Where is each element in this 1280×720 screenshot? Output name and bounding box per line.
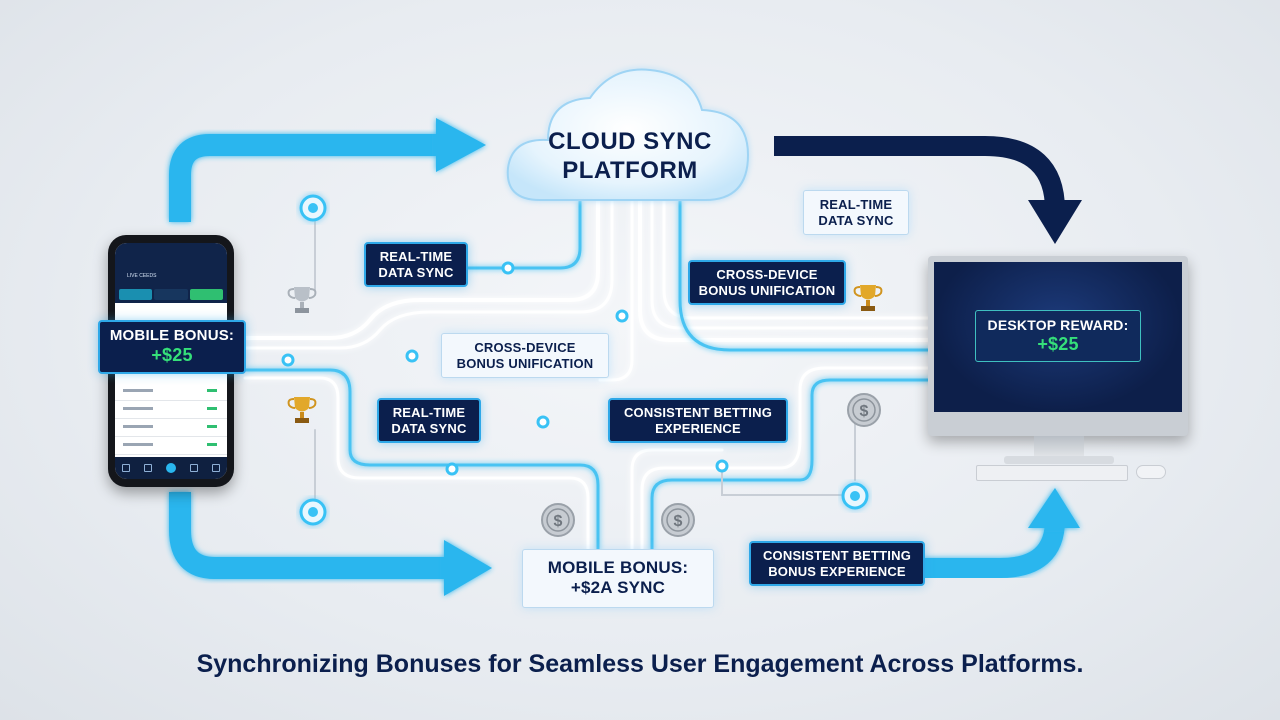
arrow-phone-to-bottom xyxy=(169,492,492,596)
label-line: BONUS UNIFICATION xyxy=(456,355,594,371)
label-realtime-sync-right: REAL-TIME DATA SYNC xyxy=(803,190,909,236)
sync-node-icon xyxy=(299,194,327,222)
label-line: REAL-TIME xyxy=(819,197,893,212)
arrow-cloud-to-desktop xyxy=(774,136,1082,244)
footer-caption: Synchronizing Bonuses for Seamless User … xyxy=(196,650,1084,678)
label-line: REAL-TIME xyxy=(392,405,466,420)
label-line: CONSISTENT BETTING xyxy=(762,548,912,563)
list-item xyxy=(115,383,227,401)
arrow-phone-to-cloud xyxy=(169,118,486,222)
label-line: DATA SYNC xyxy=(378,264,454,280)
dollar-coin-icon: $ xyxy=(847,393,881,427)
label-line: REAL-TIME xyxy=(379,249,453,264)
label-line: +$2A SYNC xyxy=(570,578,666,598)
label-line: EXPERIENCE xyxy=(655,420,741,436)
monitor-stand-base xyxy=(1004,456,1114,464)
cloud-shape xyxy=(506,68,750,201)
label-desktop-reward: DESKTOP REWARD: +$25 xyxy=(975,310,1141,363)
phone-tab xyxy=(119,289,153,300)
label-line: DESKTOP REWARD: xyxy=(987,317,1129,333)
svg-text:$: $ xyxy=(860,403,869,420)
monitor-stand xyxy=(1034,436,1084,458)
label-value: +$25 xyxy=(1037,333,1079,354)
cloud-title-line-1: CLOUD SYNC xyxy=(548,128,712,155)
phone-header: LIVE CEEDS xyxy=(115,243,227,303)
svg-text:$: $ xyxy=(554,513,563,530)
dollar-coin-icon: $ xyxy=(541,503,575,537)
list-item xyxy=(115,437,227,455)
label-line: CONSISTENT BETTING xyxy=(623,405,773,420)
sync-node-icon xyxy=(841,482,869,510)
cloud-sync-platform-title: CLOUD SYNC PLATFORM xyxy=(530,128,730,186)
cloud-title-line-2: PLATFORM xyxy=(562,156,698,184)
label-realtime-sync-left: REAL-TIME DATA SYNC xyxy=(364,242,468,288)
label-line: DATA SYNC xyxy=(391,420,467,436)
label-consistent-bottom: CONSISTENT BETTING BONUS EXPERIENCE xyxy=(749,541,925,587)
phone-bottom-nav xyxy=(115,457,227,479)
phone-tabs xyxy=(119,289,223,300)
label-realtime-sync-mid: REAL-TIME DATA SYNC xyxy=(377,398,481,444)
label-consistent-center: CONSISTENT BETTING EXPERIENCE xyxy=(608,398,788,444)
trophy-icon xyxy=(287,287,317,313)
phone-tab xyxy=(154,289,188,300)
label-mobile-bonus-phone: MOBILE BONUS: +$25 xyxy=(98,320,246,374)
connector-lines xyxy=(243,198,932,552)
trophy-icon xyxy=(853,285,883,311)
keyboard xyxy=(976,465,1128,481)
svg-text:$: $ xyxy=(674,513,683,530)
label-line: CROSS-DEVICE xyxy=(716,267,818,282)
mouse xyxy=(1136,465,1166,479)
trophy-icon xyxy=(287,397,317,423)
list-item xyxy=(115,419,227,437)
nav-icon xyxy=(190,464,198,472)
sync-node-icon xyxy=(299,498,327,526)
label-line: DATA SYNC xyxy=(818,212,894,228)
connector-dots xyxy=(281,261,729,476)
label-line: BONUS EXPERIENCE xyxy=(768,563,906,579)
nav-icon xyxy=(144,464,152,472)
label-line: BONUS UNIFICATION xyxy=(698,282,836,298)
phone-tab xyxy=(189,289,223,300)
nav-icon xyxy=(212,464,220,472)
nav-icon xyxy=(122,464,130,472)
list-item xyxy=(115,401,227,419)
dollar-coin-icon: $ xyxy=(661,503,695,537)
label-line: MOBILE BONUS: xyxy=(109,327,235,344)
label-line: CROSS-DEVICE xyxy=(474,340,576,355)
label-mobile-bonus-bottom: MOBILE BONUS: +$2A SYNC xyxy=(522,549,714,608)
label-value: +$25 xyxy=(151,345,193,365)
label-cross-device-center: CROSS-DEVICE BONUS UNIFICATION xyxy=(441,333,609,379)
arrow-bottom-to-desktop xyxy=(922,488,1080,578)
label-line: MOBILE BONUS: xyxy=(547,558,689,577)
phone-header-text: LIVE CEEDS xyxy=(127,273,157,279)
nav-icon xyxy=(166,463,176,473)
label-cross-device-right: CROSS-DEVICE BONUS UNIFICATION xyxy=(688,260,846,306)
